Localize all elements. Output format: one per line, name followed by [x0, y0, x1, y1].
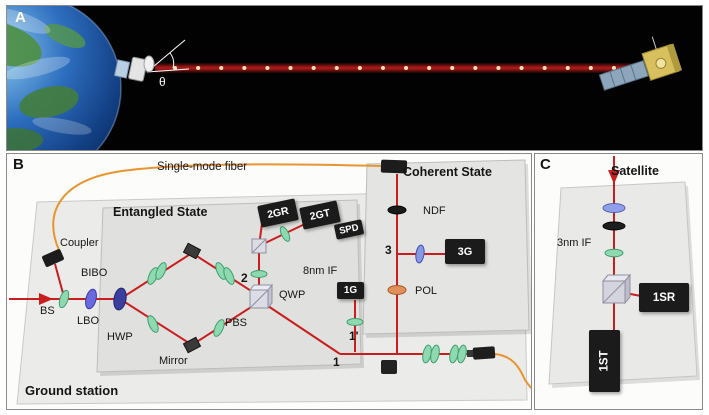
- angle-arc: [169, 52, 175, 69]
- bs-plate: [58, 289, 70, 309]
- input-beam-arrowhead: [39, 293, 53, 305]
- lbo-crystal: [85, 288, 97, 310]
- bibo-crystal: [113, 287, 127, 311]
- entangled-state-label: Entangled State: [113, 205, 208, 219]
- turning-mirror-mount: [381, 360, 397, 374]
- satellite-bs-cube: [601, 273, 632, 305]
- satellite-solar-panel: [598, 60, 649, 91]
- pbs-cube: [248, 283, 274, 310]
- panel-a-label: A: [15, 9, 26, 26]
- point-3-label: 3: [385, 243, 392, 257]
- single-mode-fiber-label: Single-mode fiber: [157, 161, 248, 173]
- pol-label: POL: [415, 285, 438, 297]
- if-3nm-filter: [604, 248, 624, 258]
- detector-1g: 1G: [337, 282, 364, 299]
- point-1-label: 1: [333, 355, 340, 369]
- hwp-label: HWP: [107, 331, 133, 343]
- panel-b-label: B: [13, 156, 24, 173]
- pbs-label: PBS: [225, 317, 248, 329]
- detector-1st-text: 1ST: [598, 350, 611, 372]
- mirror-top: [182, 242, 202, 260]
- lens-out-1b: [430, 344, 440, 364]
- hwp-plate: [147, 315, 159, 333]
- collimating-lens: [602, 221, 626, 231]
- qwp-label: QWP: [279, 289, 306, 301]
- pol-element: [387, 285, 407, 295]
- if-3nm-label: 3nm IF: [557, 237, 592, 249]
- lens-lower: [213, 319, 225, 337]
- optical-components: [42, 159, 496, 374]
- space-scene: [7, 6, 683, 150]
- mirror-label: Mirror: [159, 355, 188, 367]
- ndf-filter: [387, 205, 407, 215]
- satellite-aperture: [655, 57, 667, 69]
- downlink-arrowhead: [608, 170, 620, 184]
- ndf-label: NDF: [423, 205, 446, 217]
- if-8nm-label: 8nm IF: [303, 265, 338, 277]
- ground-station-optics: [9, 159, 531, 405]
- if-8nm-filter: [279, 226, 291, 242]
- spacecraft-solar-panel: [113, 59, 131, 79]
- beam-to-coupler: [54, 263, 65, 298]
- satellite-model: [598, 36, 683, 91]
- detector-1sr: 1SR: [639, 283, 689, 312]
- coupler-label: Coupler: [60, 237, 99, 249]
- panel-c-label: C: [540, 156, 551, 173]
- single-mode-fiber-bottom: [494, 353, 531, 389]
- satellite-title: Satellite: [611, 164, 659, 178]
- output-collimator: [472, 346, 496, 360]
- fiber-coupler-device: [42, 249, 64, 267]
- fiber-collimator-top: [380, 159, 408, 174]
- satellite-antenna: [651, 36, 657, 50]
- bs-label: BS: [40, 305, 55, 317]
- panel-b-ground-station: 2GR 2GT SPD 1G 3G B Single-mode fiber Co…: [6, 153, 532, 410]
- bibo-label: BIBO: [81, 267, 108, 279]
- spacecraft-body: [128, 56, 148, 82]
- detector-1st: 1ST: [589, 330, 620, 392]
- pointing-angle-theta: θ: [159, 75, 166, 89]
- single-mode-fiber-top: [52, 163, 382, 251]
- lbo-label: LBO: [77, 315, 100, 327]
- point-2-label: 2: [241, 271, 248, 285]
- ground-station-label: Ground station: [25, 383, 119, 398]
- spacecraft-dish: [143, 55, 155, 73]
- analysis-pbs-cube: [251, 238, 267, 254]
- panel-a-space-link: A θ: [6, 5, 703, 151]
- point-1prime-label: 1': [349, 329, 359, 343]
- qwp-plate: [250, 270, 268, 278]
- satellite-components: [601, 203, 632, 305]
- lens-upper-1b: [155, 262, 167, 280]
- telescope-lens: [602, 203, 626, 213]
- mirror-bottom: [182, 336, 202, 354]
- if-1prime-filter: [346, 318, 364, 326]
- beam-photon1-diagonal: [264, 303, 341, 355]
- lens-3g: [415, 244, 425, 264]
- panel-c-satellite: 1SR 1ST C Satellite 3nm IF: [534, 153, 703, 410]
- lens-out-2b: [457, 344, 467, 364]
- earth: [7, 6, 122, 150]
- coherent-state-label: Coherent State: [403, 165, 492, 179]
- lens-upper-2b: [223, 267, 235, 285]
- ground-spacecraft: [113, 39, 190, 82]
- detector-3g: 3G: [445, 239, 485, 264]
- output-collimator-nub: [467, 350, 474, 357]
